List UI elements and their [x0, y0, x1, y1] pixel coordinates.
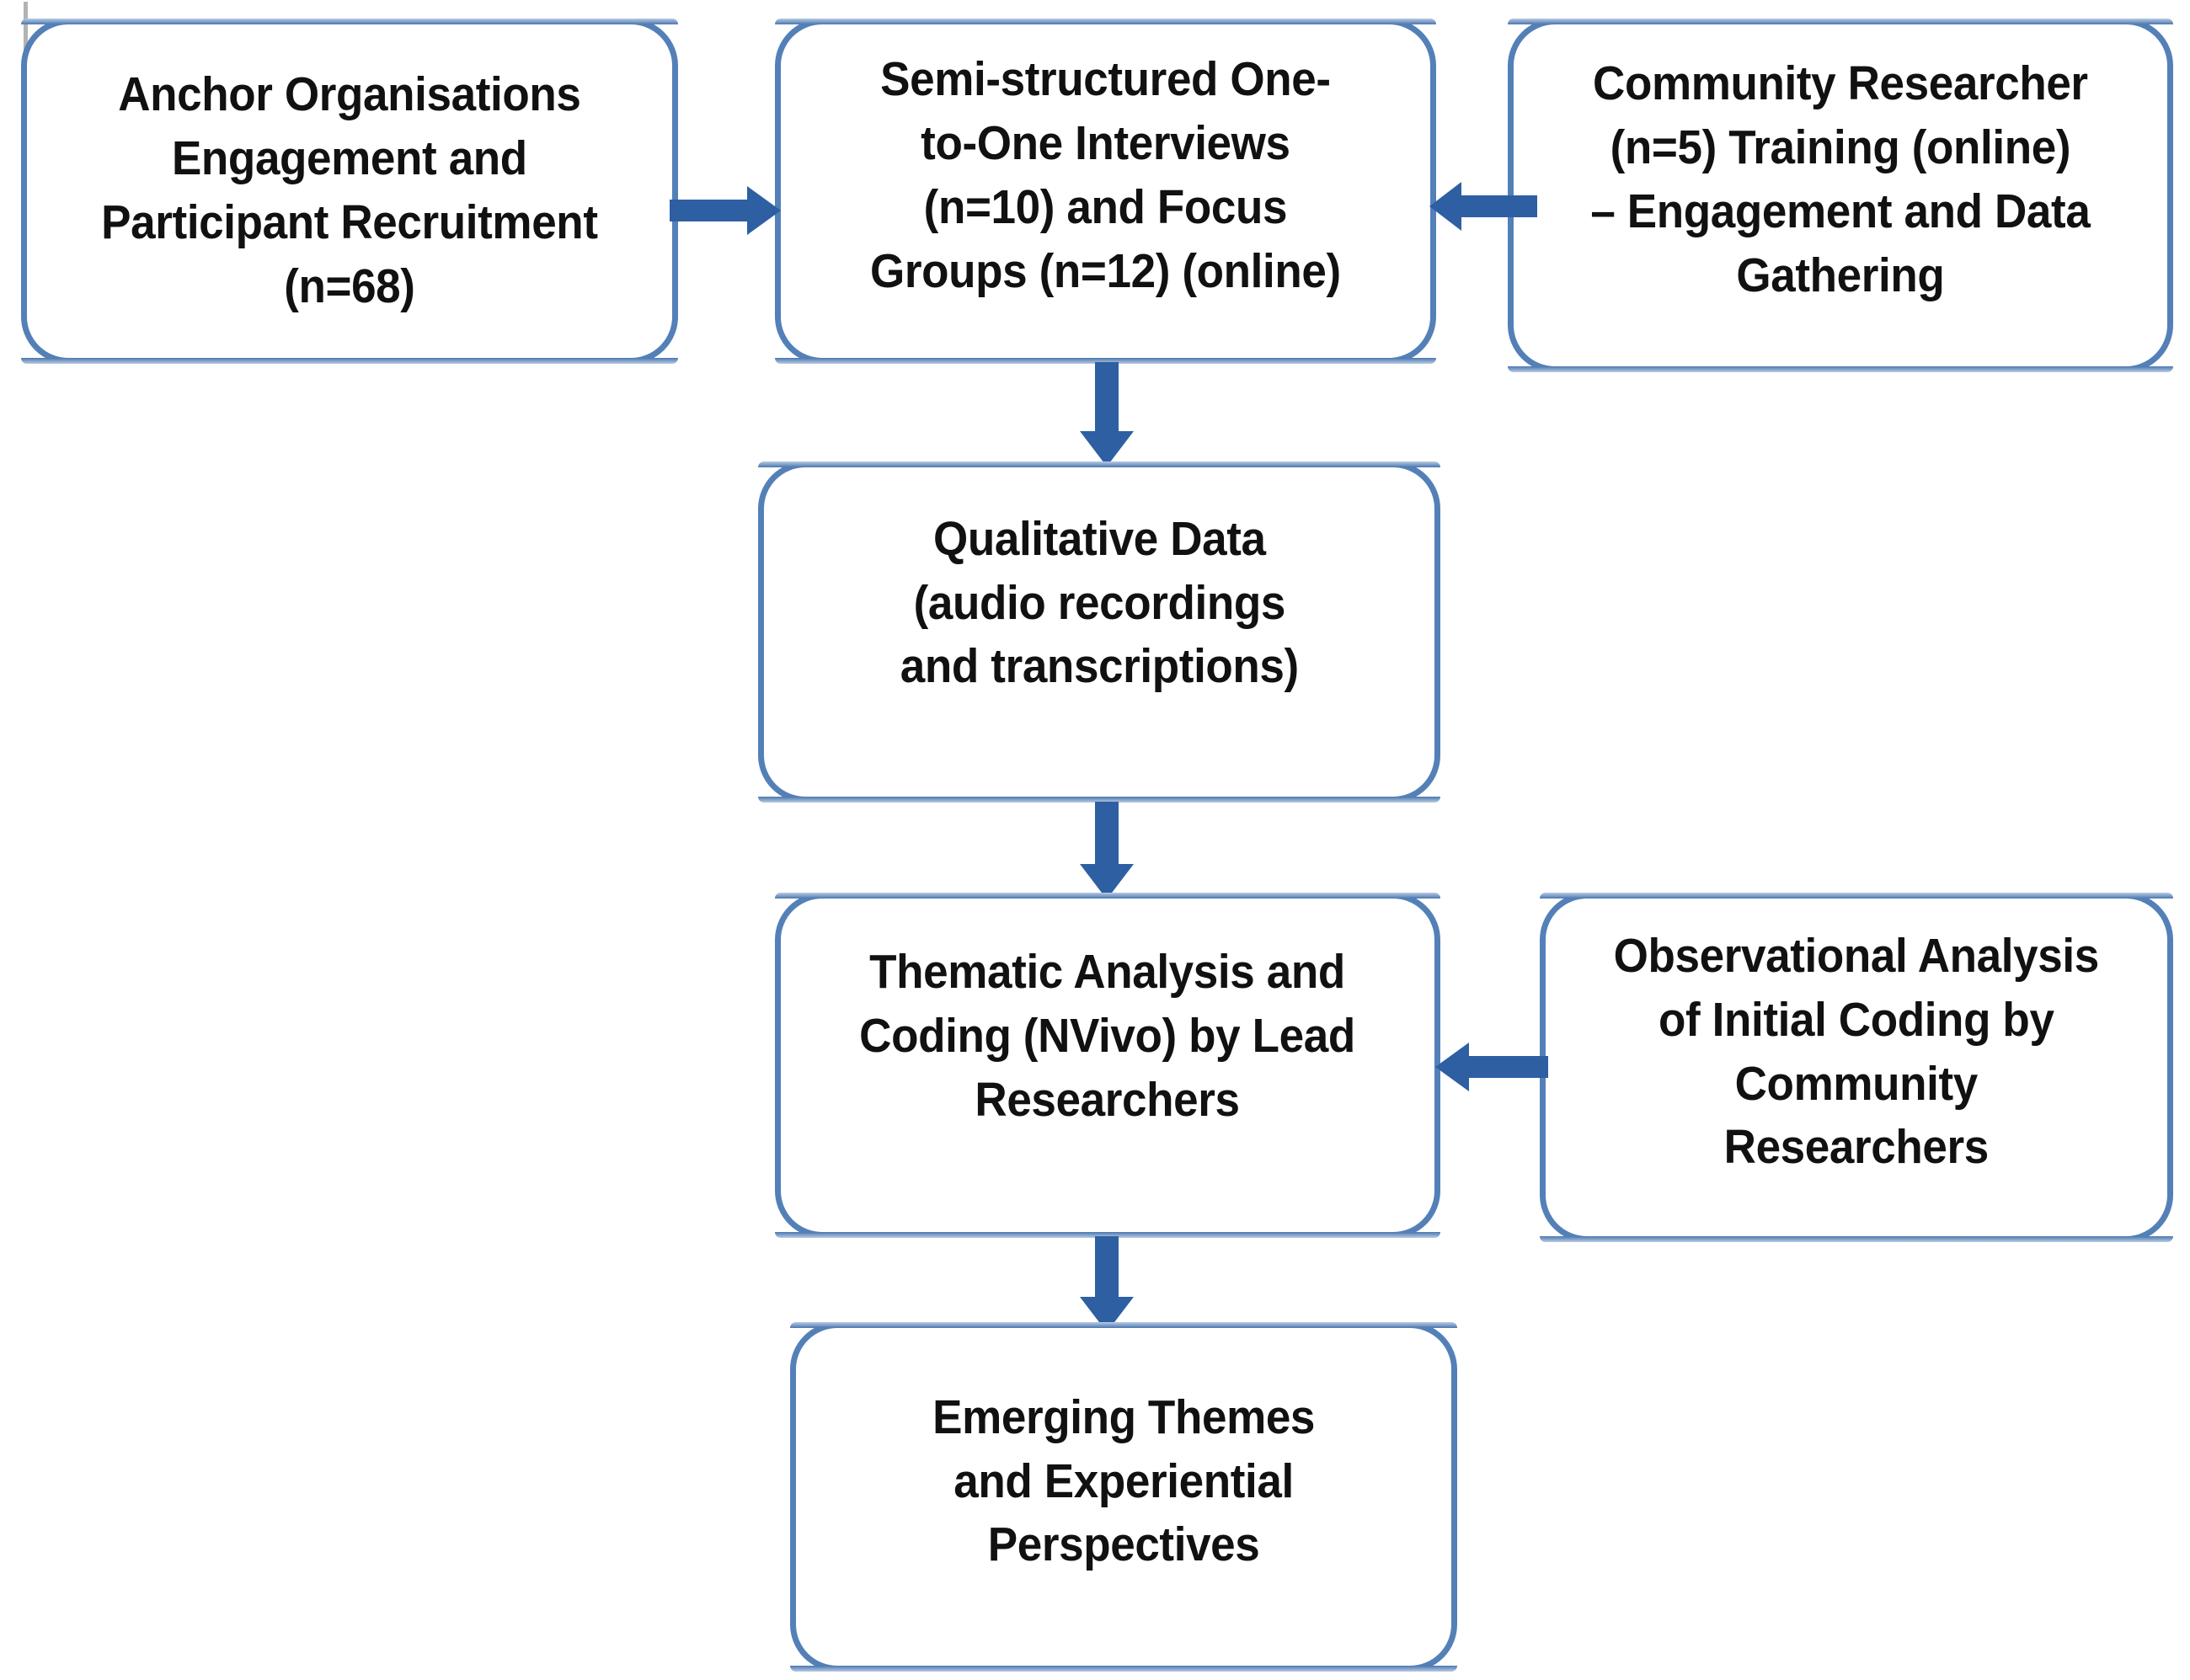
- node-line: (n=5) Training (online): [1610, 120, 2071, 175]
- node-line: of Initial Coding by: [1659, 992, 2054, 1047]
- node-emerging-themes-text: Emerging Themes and Experiential Perspec…: [918, 1386, 1329, 1577]
- node-line: and Experiential: [953, 1453, 1294, 1508]
- node-line: Perspectives: [987, 1517, 1260, 1572]
- node-line: Researchers: [975, 1072, 1241, 1127]
- node-anchor-organisations[interactable]: Anchor Organisations Engagement and Part…: [21, 19, 678, 364]
- node-line: Participant Recruitment: [101, 195, 598, 249]
- node-line: Engagement and: [172, 131, 527, 186]
- arrow-observational-to-thematic: [1432, 1029, 1548, 1105]
- scan-artifact-line: [24, 2, 28, 54]
- node-line: Coding (NVivo) by Lead: [859, 1009, 1356, 1064]
- node-observational-analysis[interactable]: Observational Analysis of Initial Coding…: [1540, 893, 2173, 1242]
- arrow-anchor-to-interviews: [670, 173, 788, 248]
- node-line: to-One Interviews: [921, 116, 1290, 171]
- arrow-thematic-to-emerging-themes: [1071, 1236, 1147, 1337]
- node-line: Community Researcher: [1593, 56, 2088, 111]
- node-line: Thematic Analysis and: [869, 945, 1346, 1000]
- node-line: Community: [1734, 1056, 1979, 1111]
- node-line: and transcriptions): [900, 639, 1299, 694]
- node-line: (n=10) and Focus: [923, 180, 1288, 234]
- node-emerging-themes[interactable]: Emerging Themes and Experiential Perspec…: [790, 1322, 1457, 1672]
- node-line: Anchor Organisations: [118, 67, 581, 122]
- node-observational-analysis-text: Observational Analysis of Initial Coding…: [1595, 925, 2118, 1180]
- node-line: Emerging Themes: [932, 1389, 1315, 1444]
- node-qualitative-data[interactable]: Qualitative Data (audio recordings and t…: [758, 461, 1440, 803]
- node-line: Researchers: [1723, 1120, 1990, 1175]
- node-interviews-focus-groups[interactable]: Semi-structured One- to-One Interviews (…: [775, 19, 1436, 364]
- node-line: Semi-structured One-: [880, 52, 1331, 107]
- node-line: Observational Analysis: [1613, 928, 2100, 983]
- node-anchor-organisations-text: Anchor Organisations Engagement and Part…: [83, 63, 617, 318]
- node-line: (audio recordings: [913, 575, 1285, 630]
- arrow-qualitative-data-to-thematic: [1071, 802, 1147, 904]
- node-line: (n=68): [284, 259, 415, 313]
- arrow-training-to-interviews: [1428, 168, 1537, 244]
- node-community-researcher-training[interactable]: Community Researcher (n=5) Training (onl…: [1508, 19, 2173, 372]
- node-community-researcher-training-text: Community Researcher (n=5) Training (onl…: [1572, 52, 2109, 307]
- node-qualitative-data-text: Qualitative Data (audio recordings and t…: [885, 508, 1314, 699]
- node-line: Qualitative Data: [932, 511, 1266, 566]
- node-line: Gathering: [1736, 248, 1945, 302]
- node-line: Groups (n=12) (online): [870, 243, 1341, 298]
- node-thematic-analysis[interactable]: Thematic Analysis and Coding (NVivo) by …: [775, 893, 1440, 1238]
- node-line: – Engagement and Data: [1590, 184, 2091, 238]
- arrow-interviews-to-qualitative-data: [1071, 362, 1147, 472]
- node-thematic-analysis-text: Thematic Analysis and Coding (NVivo) by …: [841, 941, 1374, 1132]
- node-interviews-focus-groups-text: Semi-structured One- to-One Interviews (…: [852, 48, 1359, 303]
